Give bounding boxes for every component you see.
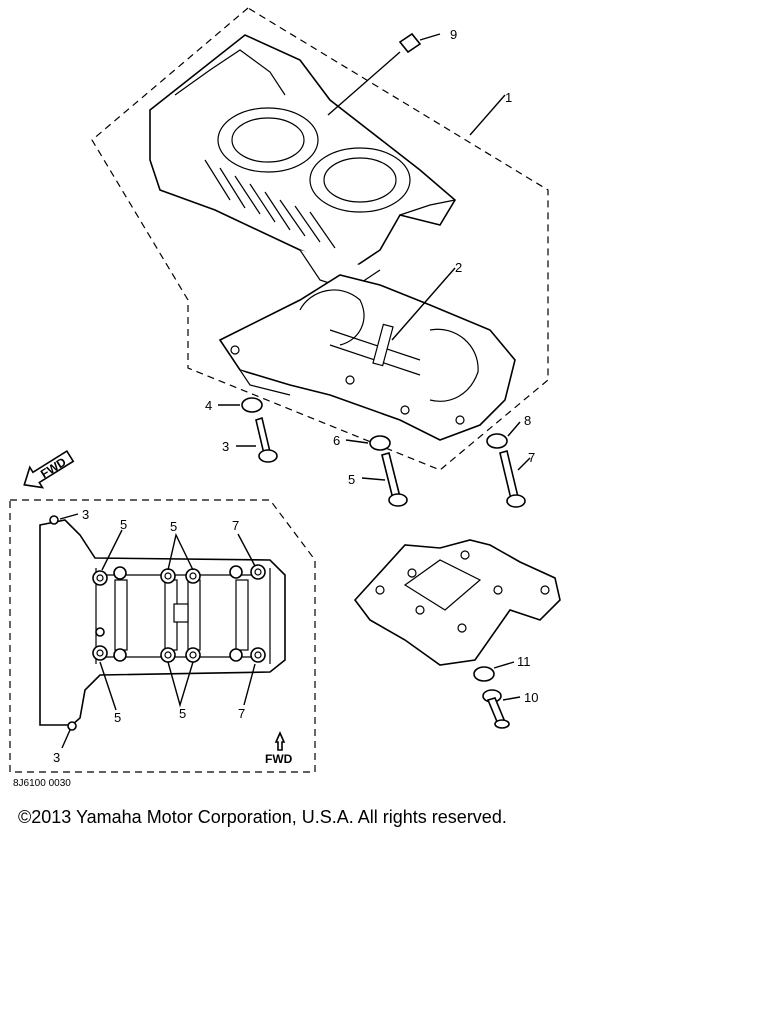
fwd-direction-arrow: FWD	[23, 450, 75, 489]
callout-7: 7	[528, 450, 535, 465]
callout-1: 1	[505, 90, 512, 105]
inset-callout-3-bottom: 3	[53, 750, 60, 765]
bolt-7	[499, 450, 526, 508]
washer-8	[486, 433, 508, 449]
fitting-9	[398, 32, 441, 54]
inset-callout-7-bottom: 7	[238, 706, 245, 721]
callout-8: 8	[524, 413, 531, 428]
callout-5: 5	[348, 472, 355, 487]
bolt-5	[381, 452, 408, 507]
callout-11: 11	[517, 654, 531, 669]
washer-4	[241, 397, 263, 413]
copyright-notice: ©2013 Yamaha Motor Corporation, U.S.A. A…	[18, 807, 507, 827]
callout-2: 2	[455, 260, 462, 275]
inset-fwd-label: FWD	[265, 752, 293, 766]
inset-bolt-pattern	[39, 515, 286, 731]
inset-boundary	[9, 499, 316, 773]
bolt-3	[255, 416, 278, 463]
washer-6	[369, 435, 391, 451]
upper-crankcase	[149, 34, 457, 291]
callout-3: 3	[222, 439, 229, 454]
assembly-boundary-main	[91, 7, 549, 471]
callout-10: 10	[524, 690, 538, 705]
callout-6: 6	[333, 433, 340, 448]
mounting-plate	[353, 539, 561, 666]
inset-callout-3-top: 3	[82, 507, 89, 522]
dowel-pin	[372, 323, 394, 367]
lower-crankcase	[218, 274, 516, 441]
washer-11	[473, 666, 495, 682]
inset-callout-7-top: 7	[232, 518, 239, 533]
inset-callout-5-mid-bottom: 5	[179, 706, 186, 721]
callout-9: 9	[450, 27, 457, 42]
crankcase-exploded-diagram: 9 1 2 4 3 6 8 5 7 FWD	[9, 7, 561, 789]
callout-4: 4	[205, 398, 212, 413]
inset-callout-5-left-top: 5	[120, 517, 127, 532]
inset-fwd-marker: FWD	[265, 731, 293, 766]
inset-callout-5-mid-top: 5	[170, 519, 177, 534]
bolt-10	[482, 689, 510, 729]
inset-callout-5-left-bottom: 5	[114, 710, 121, 725]
drawing-code: 8J6100 0030	[13, 778, 71, 789]
